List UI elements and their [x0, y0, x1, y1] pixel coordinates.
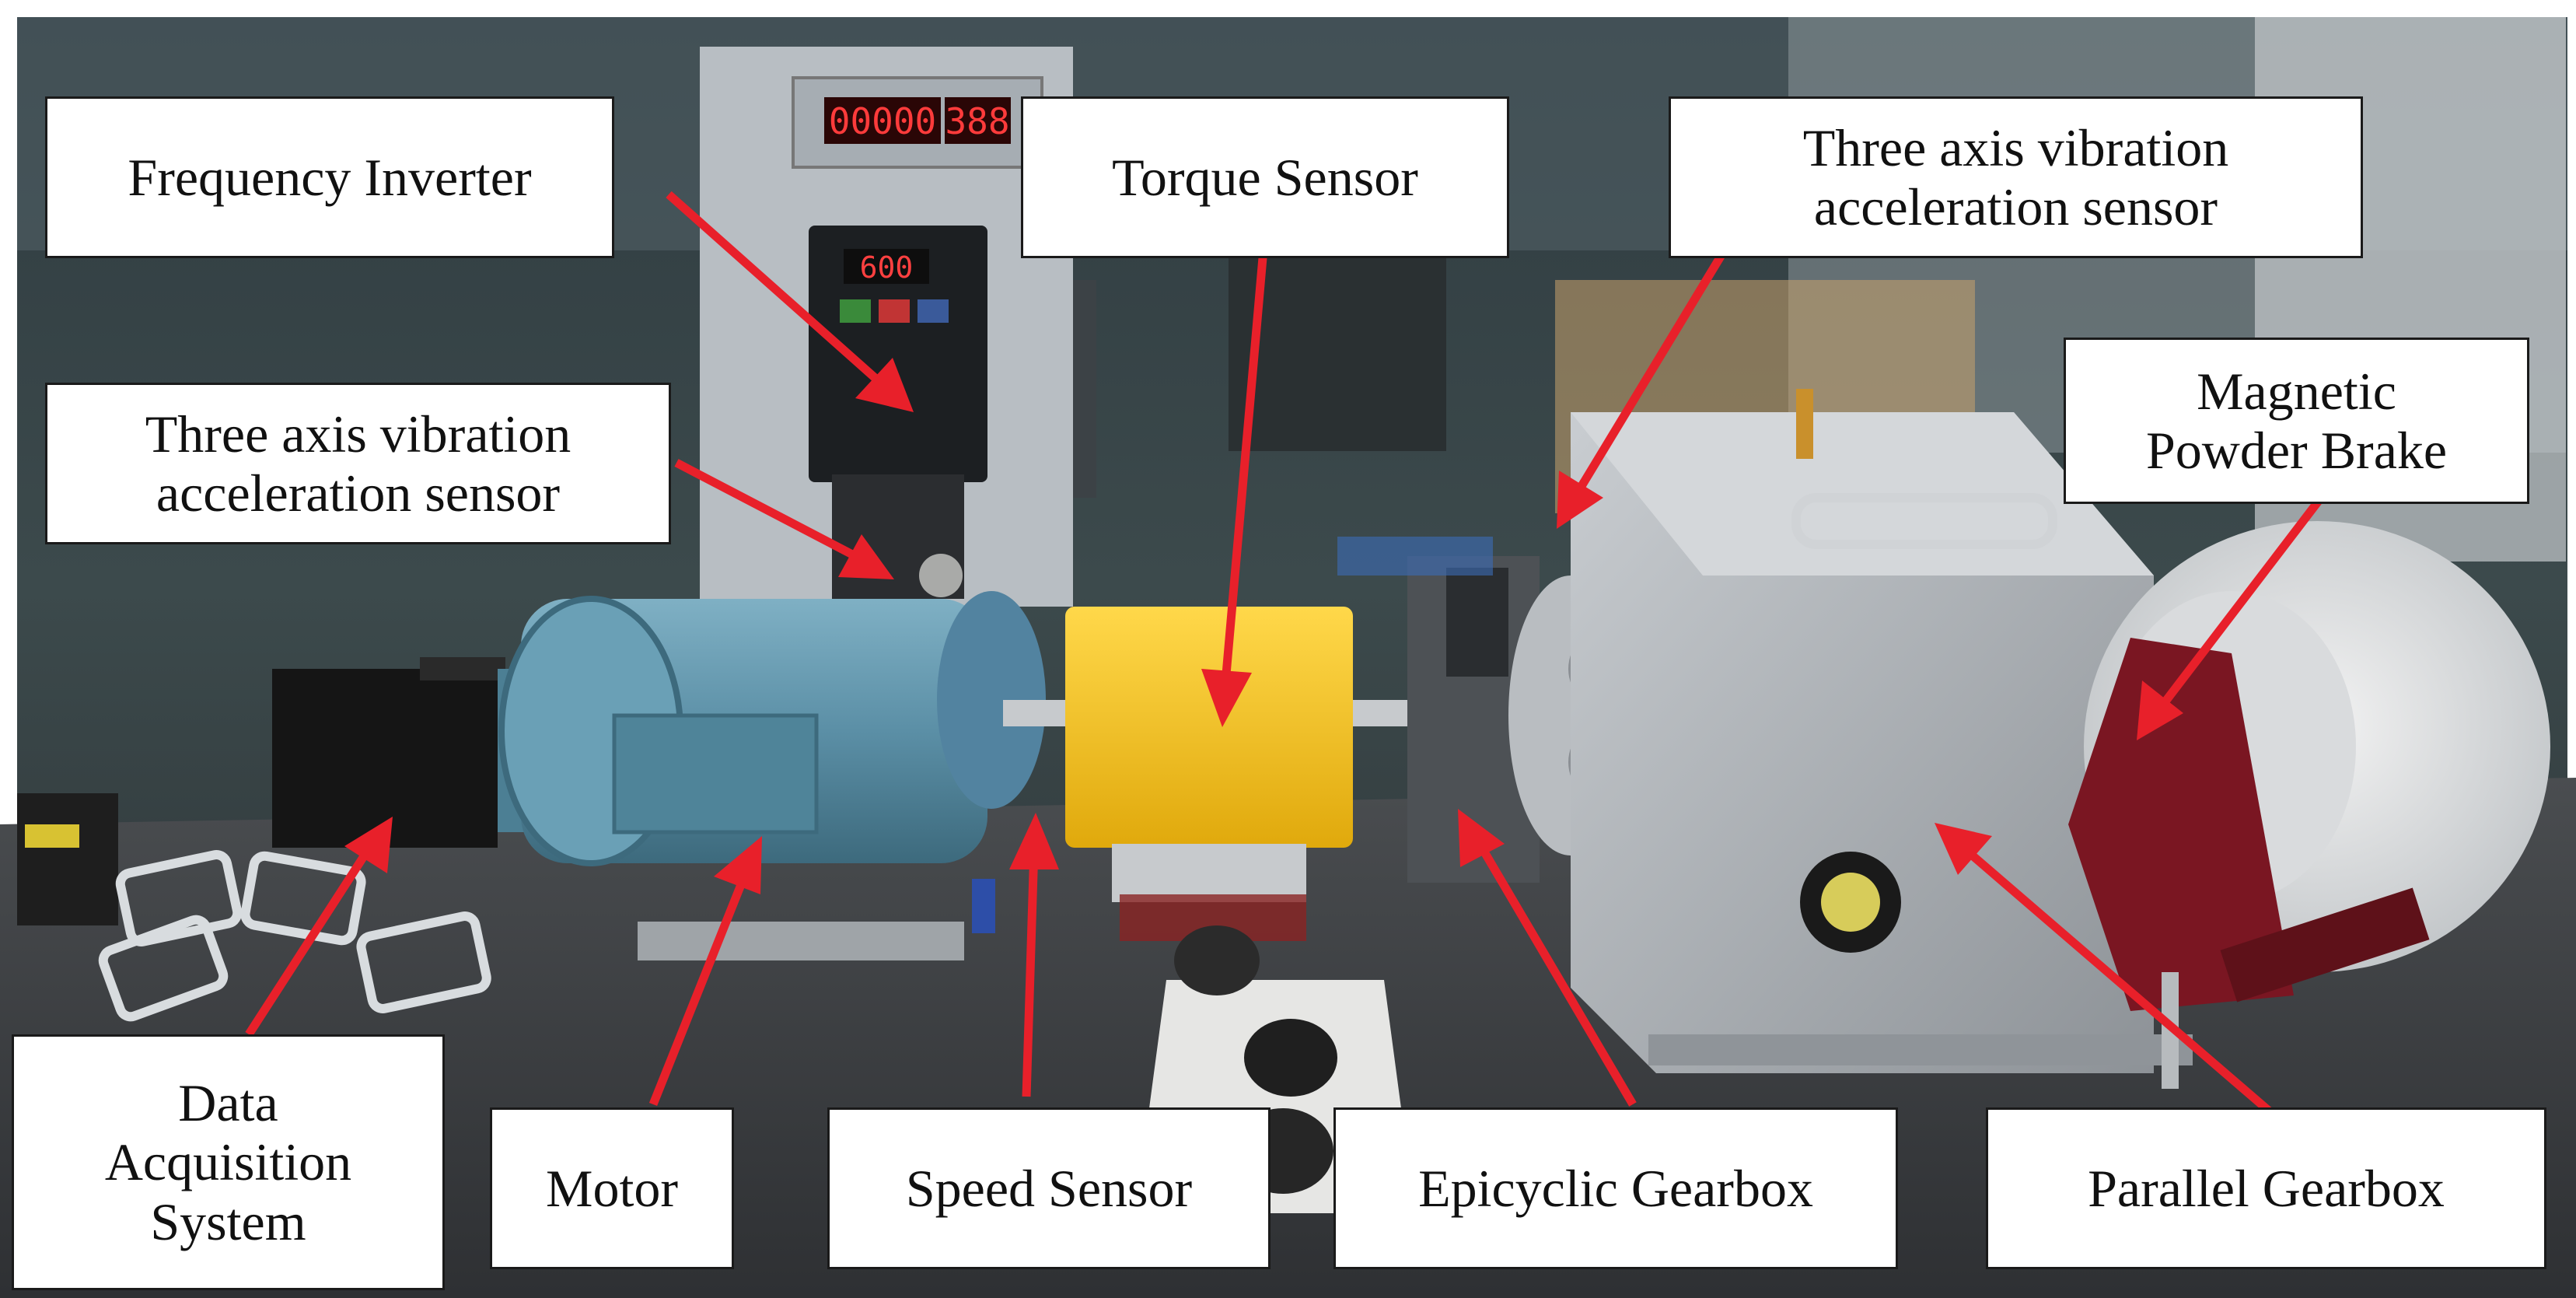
counter-readout-right: 388 [945, 100, 1009, 142]
arrow-torque-sensor [1201, 248, 1268, 727]
spare-bearing-parts [98, 850, 491, 1022]
arrow-frequency-inverter [666, 191, 914, 412]
callout-arrows [245, 191, 2325, 1116]
label-frequency-inverter: Frequency Inverter [45, 96, 614, 258]
label-magnetic-powder-brake: Magnetic Powder Brake [2064, 338, 2529, 504]
label-speed-sensor: Speed Sensor [827, 1107, 1271, 1269]
counter-readout-left: 00000 [829, 100, 936, 142]
arrow-parallel-gearbox [1935, 823, 2274, 1116]
inverter-readout: 600 [860, 250, 914, 285]
label-vibration-sensor-gearbox: Three axis vibration acceleration sensor [1669, 96, 2363, 258]
arrow-motor [648, 836, 762, 1107]
arrow-magnetic-powder-brake [2137, 495, 2325, 740]
label-motor: Motor [490, 1107, 734, 1269]
arrow-epicyclic-gearbox [1458, 809, 1637, 1107]
torque-sensor-unit [1065, 607, 1353, 941]
electric-motor [498, 554, 1046, 960]
frequency-inverter-unit: 00000 388 600 [700, 47, 1073, 607]
arrow-data-acquisition [245, 817, 393, 1037]
data-acquisition-unit [17, 657, 505, 925]
arrow-speed-sensor [1009, 813, 1059, 1097]
label-parallel-gearbox: Parallel Gearbox [1986, 1107, 2546, 1269]
label-epicyclic-gearbox: Epicyclic Gearbox [1333, 1107, 1898, 1269]
label-torque-sensor: Torque Sensor [1021, 96, 1509, 258]
magnetic-powder-brake-unit [2068, 521, 2550, 1089]
arrow-vibration-gearbox [1557, 219, 1746, 529]
label-vibration-sensor-motor: Three axis vibration acceleration sensor [45, 383, 671, 544]
label-data-acquisition-system: Data Acquisition System [12, 1034, 445, 1290]
arrow-vibration-motor [674, 459, 894, 579]
parallel-gearbox-unit [1571, 389, 2193, 1073]
